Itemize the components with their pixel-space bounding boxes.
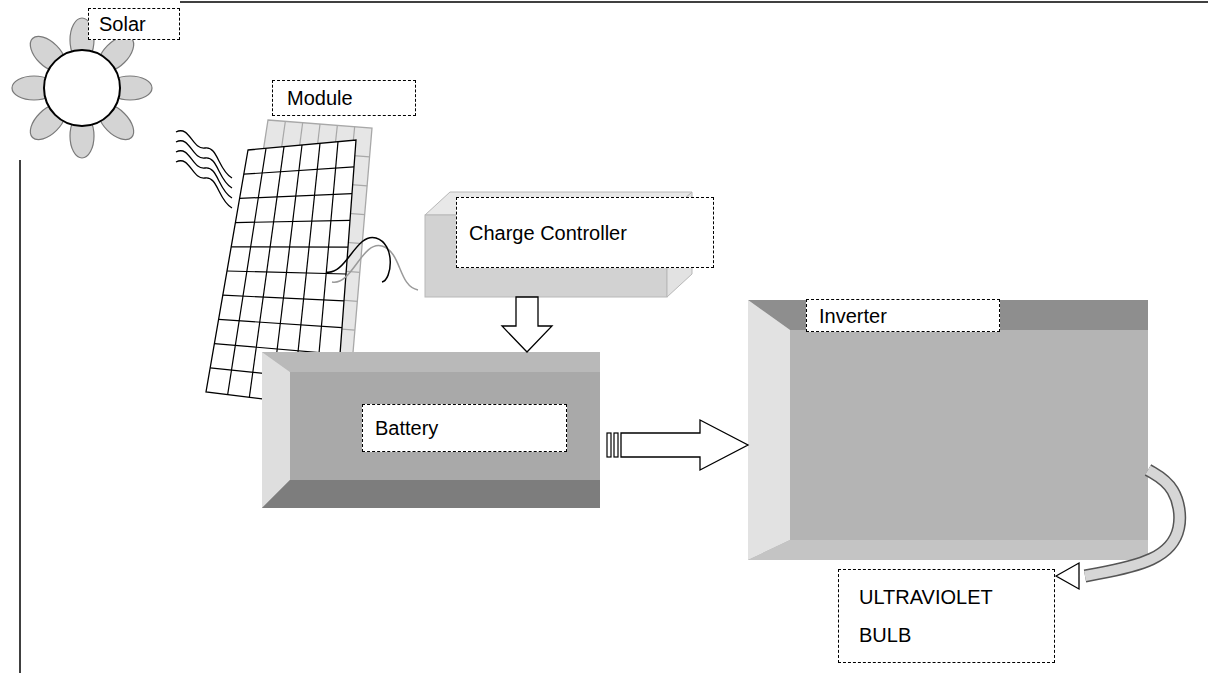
grid-line (240, 194, 352, 199)
sun-rays (176, 161, 232, 208)
flow-arrow (502, 297, 552, 352)
inverter-box (748, 540, 1148, 560)
flow-arrow (1056, 470, 1180, 589)
node-text: Solar (99, 11, 169, 37)
frame-line (180, 1, 1208, 3)
bulb-label: ULTRAVIOLET BULB (838, 569, 1055, 663)
module-cable (326, 237, 390, 282)
component-label: Inverter (806, 299, 1000, 332)
node-text: Module (287, 85, 401, 111)
flow-arrow (607, 420, 748, 470)
solar-label: Solar (88, 8, 180, 40)
battery: Battery (262, 352, 600, 508)
grid-line (231, 246, 348, 248)
charge-controller: Charge Controller (425, 190, 692, 297)
curved-arrow (1085, 470, 1180, 576)
module-label: Module (272, 80, 416, 116)
frame-line (20, 2, 1208, 673)
arrow-tail-bar (607, 433, 611, 457)
battery-box (262, 352, 600, 508)
arrow-head (1056, 563, 1079, 589)
inverter: Inverter (748, 300, 1148, 560)
sun-rays (176, 141, 232, 188)
frame-line (19, 160, 21, 673)
battery-box (262, 352, 600, 372)
grid-line (244, 167, 354, 174)
module-cable (332, 245, 418, 290)
battery-box (262, 480, 600, 508)
sun-rays (176, 131, 232, 178)
flow-arrow (621, 420, 748, 470)
module-cable (326, 237, 418, 290)
battery-box (262, 352, 600, 508)
grid-line (219, 319, 342, 327)
grid-line (235, 220, 350, 222)
sun-rays (176, 131, 232, 208)
sun-symbol (44, 50, 120, 126)
component-label: Charge Controller (456, 197, 714, 268)
curved-arrow-outline (1085, 470, 1180, 576)
sun-rays (176, 151, 232, 198)
arrow-tail-bar (614, 433, 618, 457)
inverter-box (748, 300, 1148, 560)
component-label: Battery (362, 404, 567, 452)
flow-arrow (502, 297, 552, 352)
inverter-box (748, 300, 1148, 560)
grid-line (223, 295, 344, 301)
node-text: ULTRAVIOLET BULB (859, 578, 1016, 654)
inverter-box (748, 300, 790, 560)
